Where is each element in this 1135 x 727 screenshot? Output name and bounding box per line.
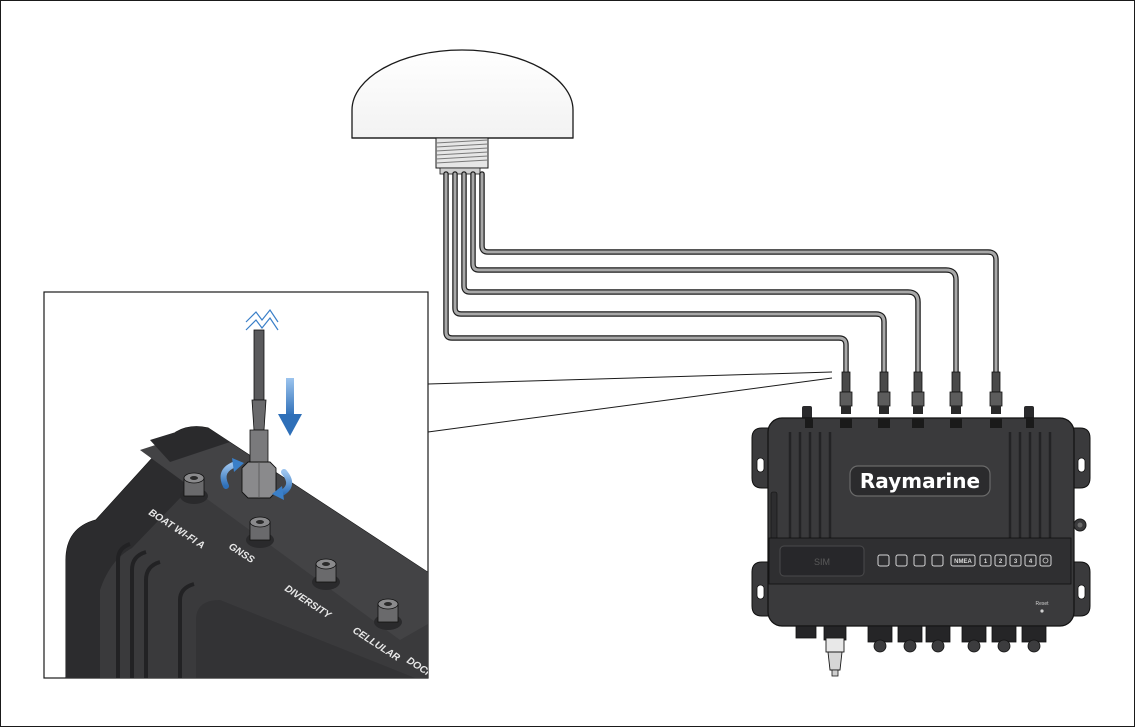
antenna-dome-icon (351, 49, 574, 175)
inset-closeup: BOAT WI-FI A GNSS DIVERSITY CELLULAR DOC… (43, 291, 429, 679)
sim-slot-label: SIM (814, 557, 830, 567)
cable-connectors (839, 371, 1003, 414)
port-number-4: 4 (1029, 559, 1033, 565)
nmea-label: NMEA (954, 559, 972, 565)
port-number-3: 3 (1014, 559, 1018, 565)
rotate-arrow-icon (220, 458, 293, 500)
antenna-cables (443, 171, 999, 375)
port-number-1: 1 (984, 559, 988, 565)
zoom-callout-lines (427, 371, 833, 433)
power-connector (825, 637, 845, 677)
inset-connectors (180, 472, 402, 630)
reset-label: Reset (1035, 601, 1049, 607)
status-icons: NMEA 1 2 3 4 (877, 554, 1052, 567)
brand-logo: Raymarine (860, 469, 980, 493)
down-arrow-icon (278, 378, 302, 436)
raymarine-device: Raymarine SIM NMEA 1 2 3 4 (751, 406, 1091, 677)
port-number-2: 2 (999, 559, 1003, 565)
